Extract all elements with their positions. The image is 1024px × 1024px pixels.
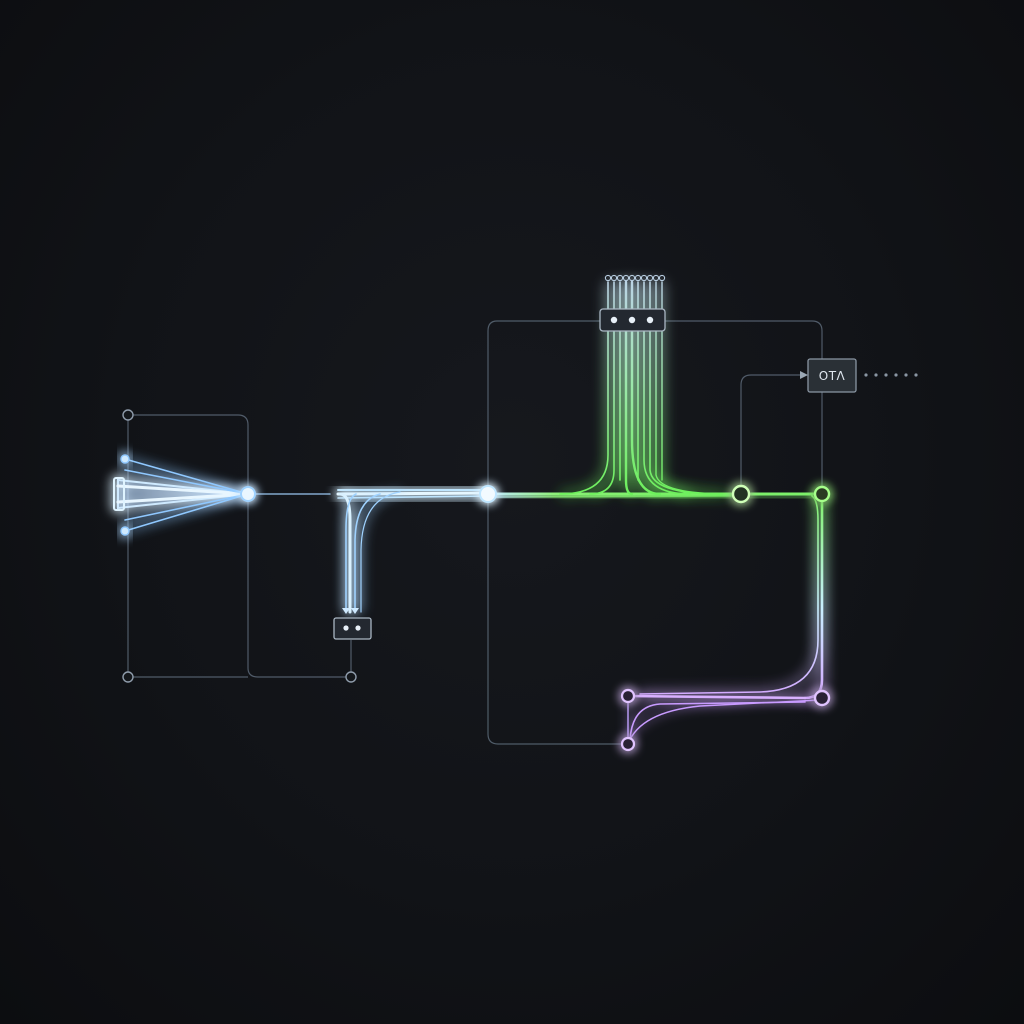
- output-box: OTΛ: [807, 358, 857, 393]
- trailing-dots: [864, 373, 918, 377]
- node-tap-junction: [731, 484, 751, 504]
- node-frame-top-left: [122, 409, 134, 421]
- arrow-right-icon: [800, 371, 808, 379]
- node-corner-right: [813, 485, 831, 503]
- input-fan: [113, 458, 250, 532]
- node-fan-junction: [240, 486, 256, 502]
- node-fan-lower: [120, 526, 130, 536]
- top-bus-bundle: [559, 280, 731, 496]
- node-fan-upper: [120, 454, 130, 464]
- junction-nodes: [120, 409, 831, 752]
- node-corner-lower-right: [813, 689, 831, 707]
- main-trunk: [247, 489, 824, 614]
- output-box-label: OTΛ: [819, 369, 846, 383]
- top-port-box: [599, 308, 666, 332]
- node-frame-bottom-left: [122, 671, 134, 683]
- bottom-port-box: [333, 608, 372, 640]
- return-loop: [626, 492, 824, 745]
- node-frame-bottom-mid: [345, 671, 357, 683]
- node-bottom-exit: [620, 736, 636, 752]
- frame-lines: [127, 320, 823, 745]
- node-corner-lower-left: [620, 688, 636, 704]
- node-center-junction: [479, 485, 497, 503]
- top-pin-row: [604, 274, 666, 282]
